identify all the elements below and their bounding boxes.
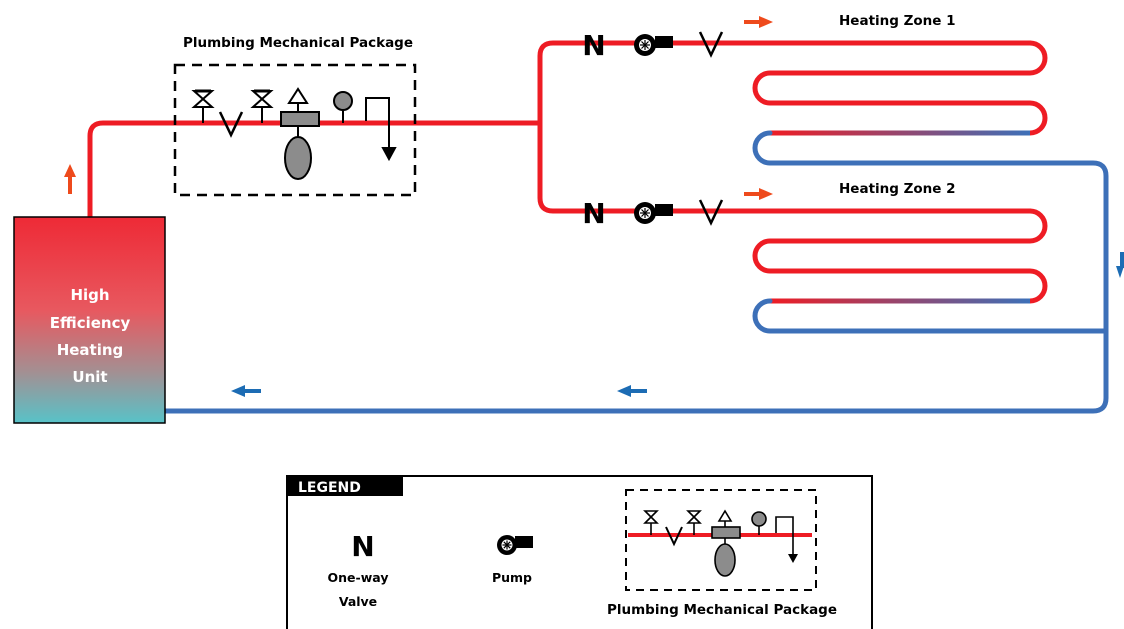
zone2-return-pipe [752, 298, 1109, 334]
legend: LEGEND N One-way Valve Pump [286, 475, 873, 629]
arrow-icon [64, 164, 76, 194]
legend-pump-icon [497, 535, 533, 555]
check-valve-symbol: N [582, 29, 605, 62]
arrow-icon [1116, 252, 1124, 278]
ball-valve-icon [250, 89, 274, 123]
zone2-components: N Heating Zone 2 [582, 181, 955, 230]
check-valve-icon [698, 31, 724, 58]
zone1-transition-pipe [770, 130, 1030, 136]
heating-unit-label-line2: Efficiency [50, 314, 131, 332]
pump-icon [634, 202, 673, 224]
arrow-icon [617, 385, 647, 397]
heating-unit: High Efficiency Heating Unit [13, 216, 166, 424]
arrow-icon [744, 16, 773, 28]
expansion-tank-icon [280, 87, 320, 180]
heating-unit-label-line1: High [70, 286, 109, 304]
supply-pipes [87, 40, 1048, 304]
heating-unit-label-line3: Heating [57, 341, 124, 359]
package-boundary [173, 63, 417, 197]
heating-unit-label-line4: Unit [72, 368, 107, 386]
check-valve-symbol: N [582, 197, 605, 230]
ball-valve-icon [191, 89, 215, 123]
zone2-hot-loop [752, 208, 1048, 304]
supply-riser-pipe [87, 120, 543, 231]
zone1-label: Heating Zone 1 [839, 13, 956, 29]
legend-package-icon [625, 489, 817, 591]
legend-header-bg [287, 476, 403, 496]
check-valve-icon [218, 111, 244, 138]
flow-arrows [64, 16, 1124, 397]
transition-pipes [770, 130, 1030, 304]
arrow-icon [744, 188, 773, 200]
arrow-icon [231, 385, 261, 397]
legend-valve-symbol: N [351, 530, 374, 563]
zone1-hot-loop [752, 40, 1048, 136]
heating-unit-body [13, 216, 166, 424]
legend-pump-label: Pump [492, 570, 532, 585]
zone2-label: Heating Zone 2 [839, 181, 956, 197]
drain-valve-icon [365, 97, 397, 162]
zone1-return-pipe [143, 130, 1109, 414]
legend-valve-label-line1: One-way [328, 570, 389, 585]
pump-icon [634, 34, 673, 56]
gauge-icon [333, 91, 353, 123]
zone1-components: N Heating Zone 1 [582, 13, 955, 62]
return-pipes [143, 130, 1109, 414]
legend-frame [286, 475, 873, 629]
legend-header: LEGEND [298, 480, 361, 496]
zone-manifold-pipe [537, 40, 1033, 214]
check-valve-icon [698, 199, 724, 226]
package-title: Plumbing Mechanical Package [183, 35, 413, 51]
legend-package-label: Plumbing Mechanical Package [607, 602, 837, 618]
plumbing-mechanical-package: Plumbing Mechanical Package [173, 35, 417, 197]
zone2-transition-pipe [770, 298, 1030, 304]
legend-valve-label-line2: Valve [339, 594, 377, 609]
